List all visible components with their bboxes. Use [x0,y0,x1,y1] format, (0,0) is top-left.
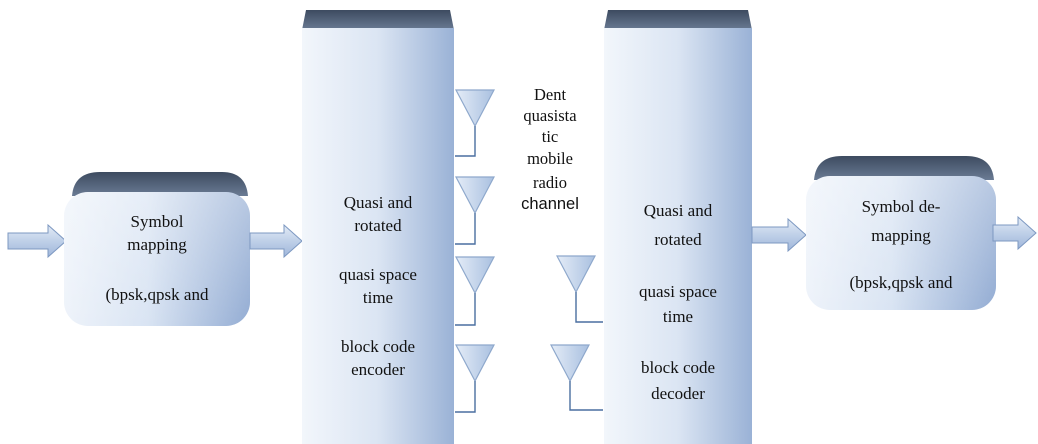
tx-antenna-2 [455,176,495,245]
encoder-line6: encoder [351,360,405,379]
mapper-detail: (bpsk,qpsk and [105,285,209,304]
symbol-demapping-block [806,156,996,310]
tx-antenna-1 [455,89,495,157]
encoder-block [302,10,454,444]
encoder-line3: quasi space [339,265,417,284]
demapper-detail: (bpsk,qpsk and [849,273,953,292]
encoder-line4: time [362,288,394,307]
input-arrow [7,223,67,259]
channel-line5: radio [533,173,567,192]
decoder-line5: block code [640,358,716,377]
encoder-line5: block code [340,337,416,356]
decoder-block [604,10,752,444]
decoder-line2: rotated [654,230,702,249]
decoder-line6: decoder [651,384,705,403]
channel-line2: quasista [523,106,577,125]
decoder-line1: Quasi and [643,201,713,220]
demapper-title-line2: mapping [871,226,931,245]
encoder-line1: Quasi and [343,193,413,212]
decoder-line4: time [662,307,694,326]
rx-antenna-2 [550,344,603,411]
mapper-title-line2: mapping [127,235,187,254]
symbol-mapping-block [64,172,250,326]
channel-line6: channel [521,195,579,213]
rx-antenna-1 [556,255,603,323]
channel-line3: tic [541,127,559,146]
tx-antenna-3 [455,256,495,326]
mapper-title-line1: Symbol [130,212,184,231]
encoder-line2: rotated [354,216,402,235]
channel-line1: Dent [533,85,567,104]
decoder-line3: quasi space [639,282,717,301]
decoder-to-demapping-arrow [751,217,807,253]
channel-line4: mobile [527,149,573,168]
mapping-to-encoder-arrow [249,223,303,259]
tx-antenna-4 [455,344,495,413]
output-arrow [992,215,1037,251]
demapper-title-line1: Symbol de- [861,197,941,216]
